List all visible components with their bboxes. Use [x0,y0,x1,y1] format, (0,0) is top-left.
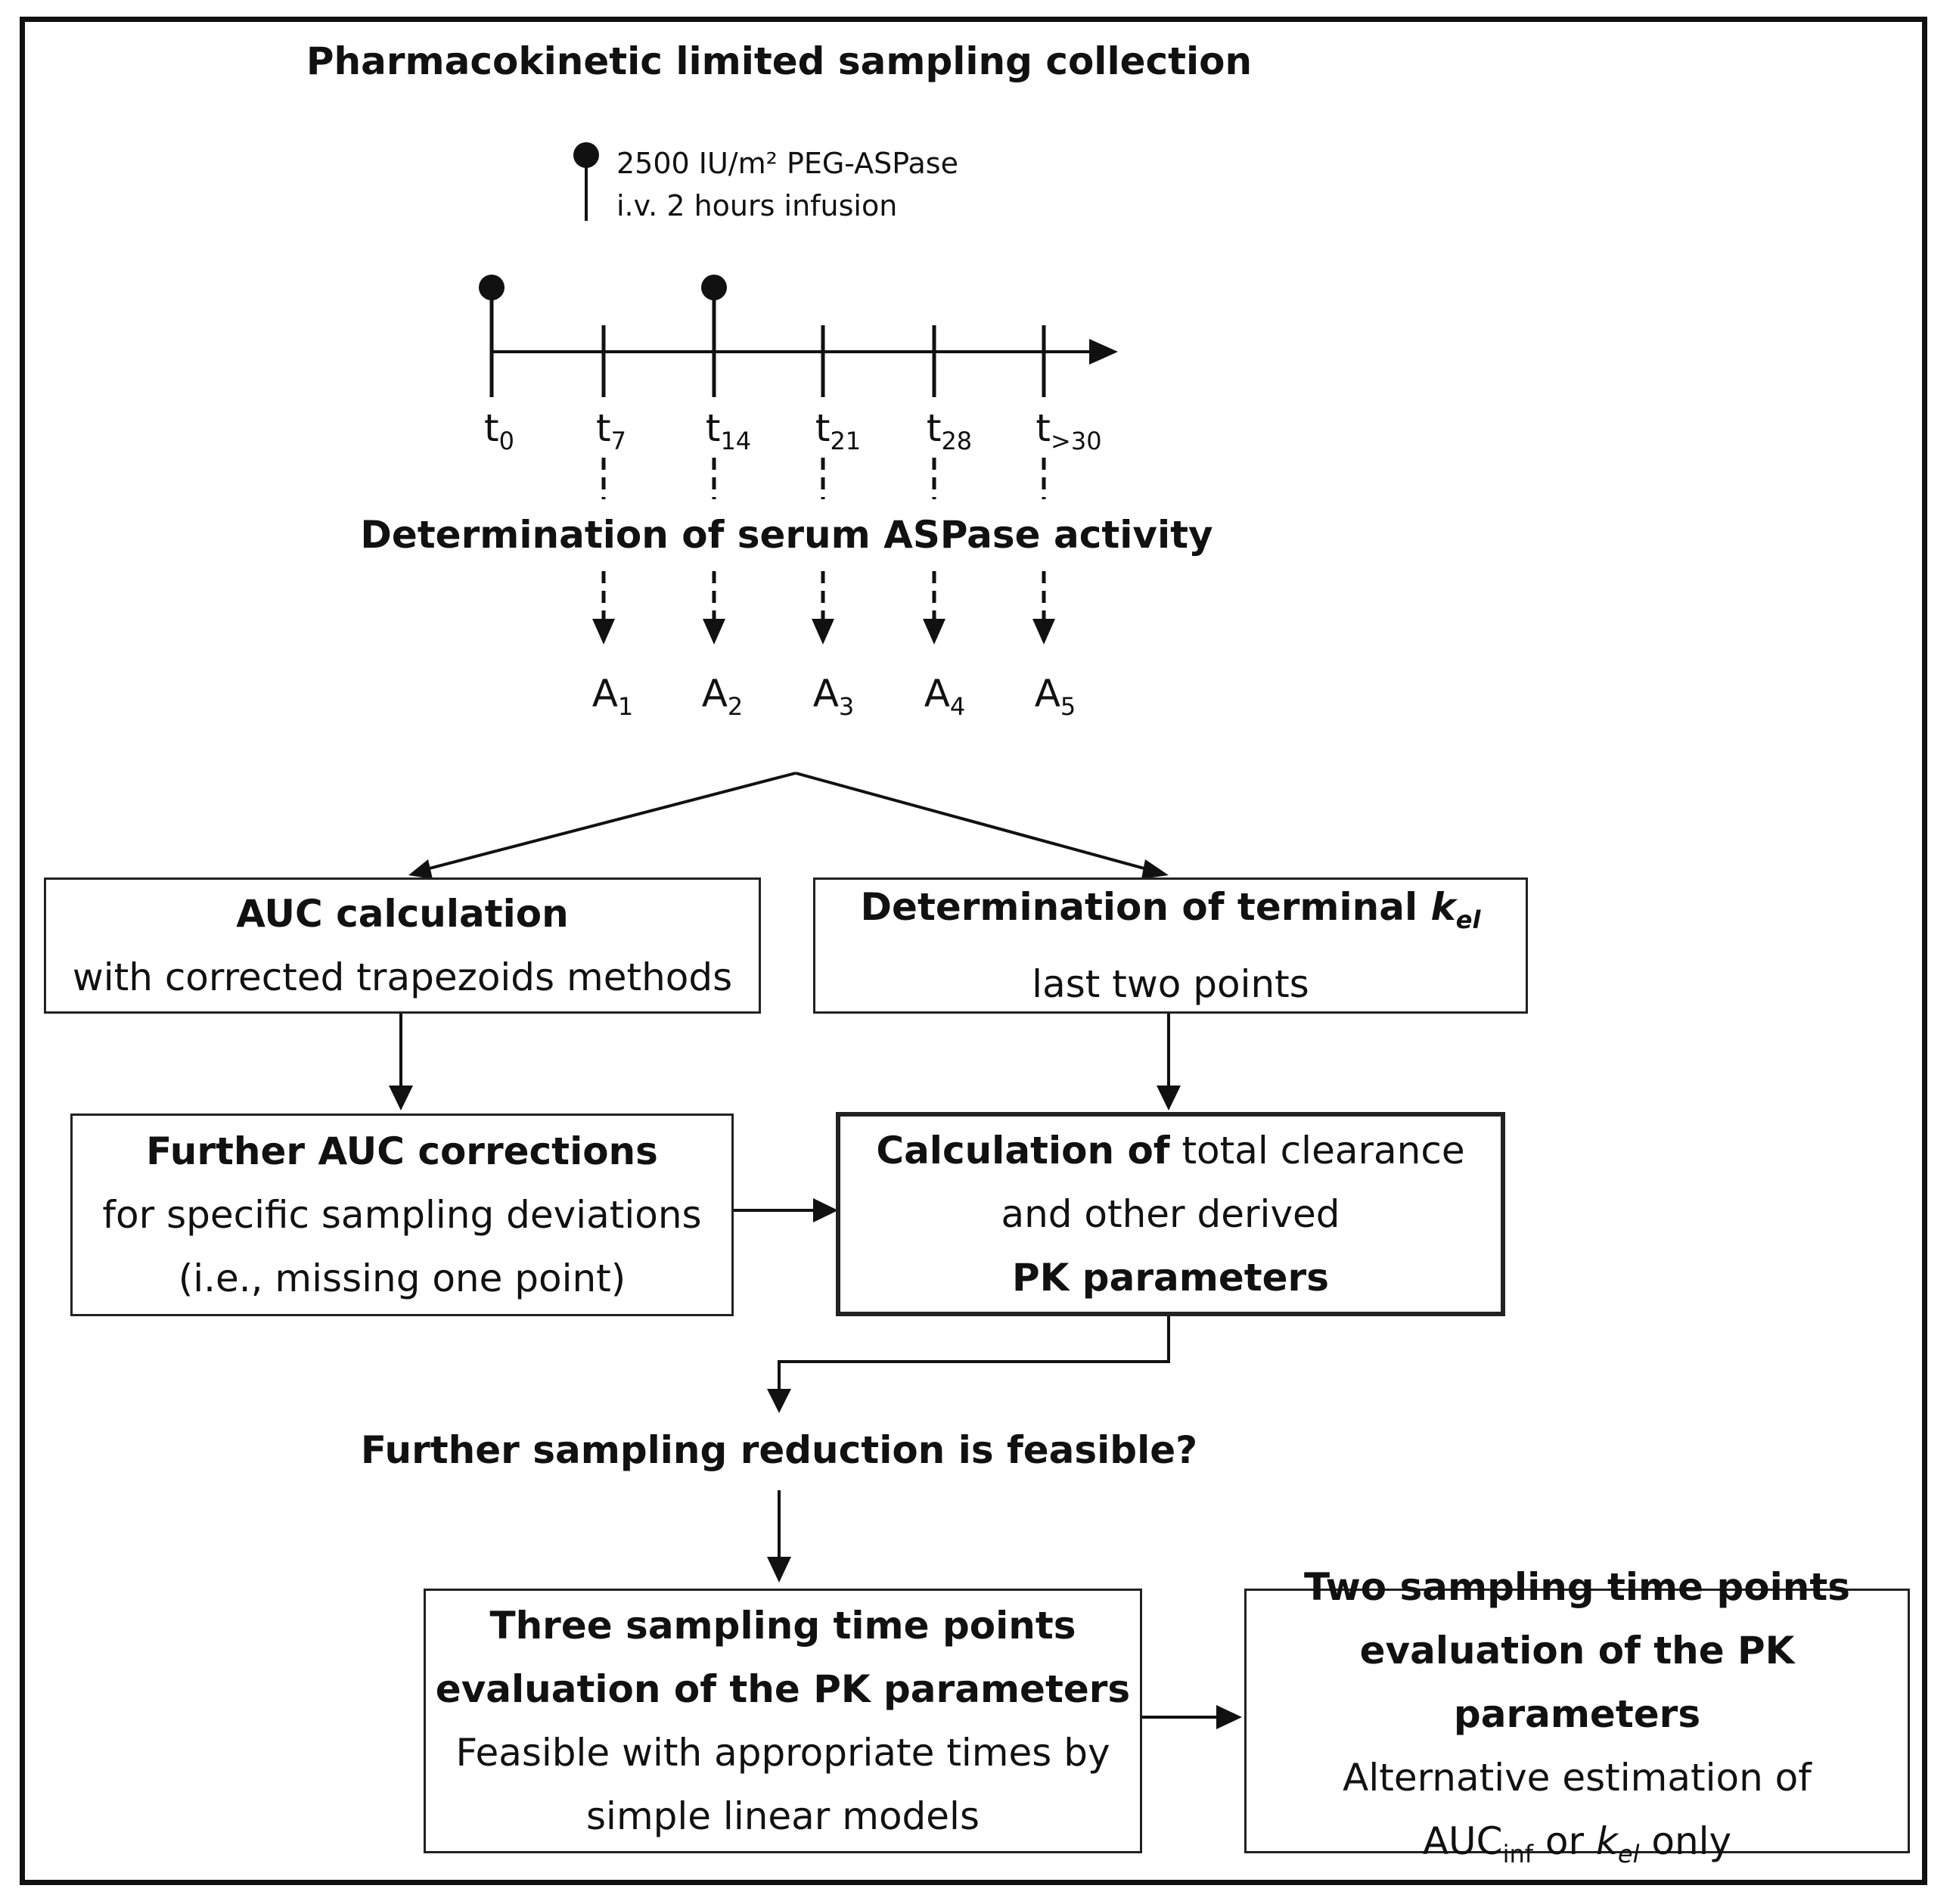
dose-line-1: 2500 IU/m² PEG-ASPase [616,147,958,180]
clearance-line-3: PK parameters [1012,1256,1329,1300]
tick-label-t14: t14 [705,406,752,456]
tick-label-t28: t28 [926,406,973,456]
two-points-line-2: AUCinf or kel only [1422,1819,1732,1869]
two-sampling-points-box: Two sampling time points evaluation of t… [1244,1565,1910,1869]
dashed-upper [601,458,1046,499]
activity-label-a3: A3 [812,672,855,722]
three-points-line-1: Feasible with appropriate times by [455,1731,1110,1775]
dashed-arrowheads [592,619,1055,645]
three-sampling-points-box: Three sampling time points evaluation of… [424,1589,1142,1853]
kel-determination-title: Determination of terminal kel [860,885,1481,935]
clearance-line-1: Calculation of total clearance [876,1129,1465,1173]
dose-annotation: 2500 IU/m² PEG-ASPase i.v. 2 hours infus… [616,142,958,227]
two-points-title: Two sampling time points [1303,1565,1851,1610]
tick-label-t21: t21 [815,406,862,456]
timeline-axis [492,339,1118,365]
auc-calculation-box: AUC calculation with corrected trapezoid… [44,877,761,1014]
activity-label-a2: A2 [701,672,744,722]
three-points-line-2: simple linear models [586,1794,980,1838]
further-auc-corrections-box: Further AUC corrections for specific sam… [70,1114,734,1316]
dose-pin-icon [573,142,599,221]
tick-label-t7: t7 [596,406,626,456]
serum-activity-label: Determination of serum ASPase activity [360,513,1213,557]
further-auc-line-1: for specific sampling deviations [102,1193,702,1237]
kel-determination-detail: last two points [1032,961,1309,1006]
clearance-calculation-box: Calculation of total clearance and other… [836,1112,1505,1316]
two-points-line-1: Alternative estimation of [1343,1756,1812,1800]
tick-label-t0: t0 [484,406,514,456]
figure-frame [20,17,1927,1885]
clearance-line-2: and other derived [1001,1192,1340,1236]
dose-marker-t14 [701,275,727,397]
three-points-title: Three sampling time points [489,1604,1076,1648]
row-connectors [399,1014,1219,1719]
auc-calculation-detail: with corrected trapezoids methods [72,955,733,999]
sampling-reduction-question: Further sampling reduction is feasible? [360,1428,1198,1472]
tick-label-t30: t>30 [1035,406,1102,456]
dose-marker-t0 [479,275,505,397]
dashed-arrows [601,571,1046,620]
further-auc-line-2: (i.e., missing one point) [178,1256,626,1300]
activity-label-a1: A1 [591,672,634,722]
activity-label-a5: A5 [1034,672,1076,722]
three-points-subtitle: evaluation of the PK parameters [435,1667,1131,1711]
auc-calculation-title: AUC calculation [236,892,569,936]
dose-line-2: i.v. 2 hours infusion [616,189,898,222]
kel-determination-box: Determination of terminal kel last two p… [813,877,1528,1014]
further-auc-title: Further AUC corrections [146,1129,658,1173]
split-arrows [408,772,1169,879]
activity-label-a4: A4 [924,672,966,722]
two-points-subtitle: evaluation of the PK parameters [1359,1629,1795,1737]
row-arrowheads [389,1086,1242,1729]
figure-title: Pharmacokinetic limited sampling collect… [306,39,1253,83]
